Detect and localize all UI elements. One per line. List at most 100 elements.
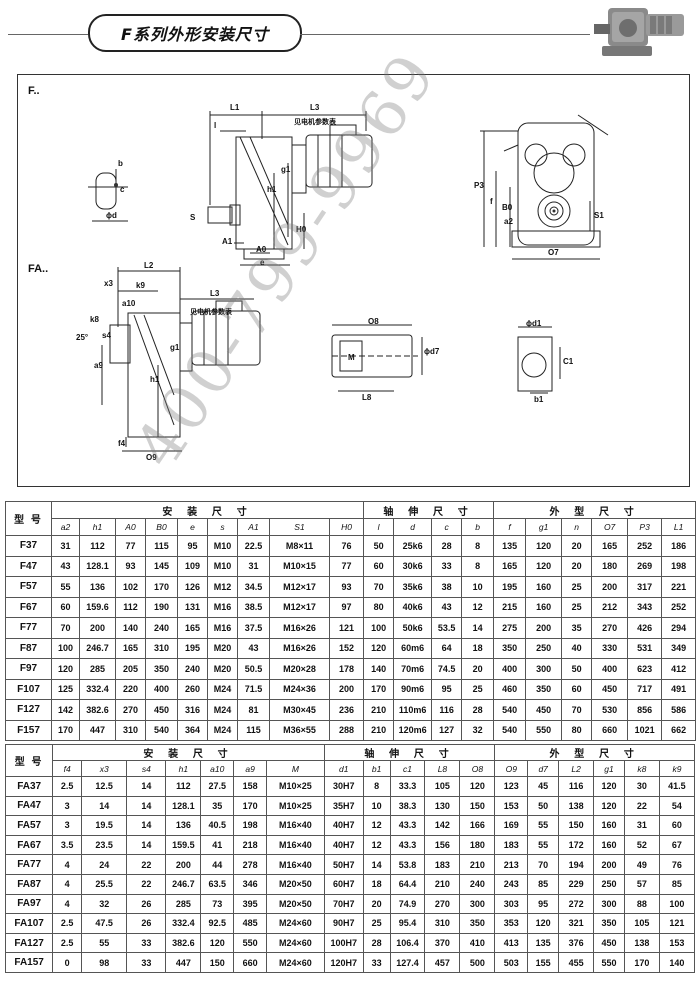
group-header: 轴 伸 尺 寸 (363, 501, 495, 519)
model-cell: FA67 (4, 834, 54, 856)
table-cell: 74.9 (389, 893, 426, 915)
table-cell: 135 (527, 932, 560, 954)
table-cell: 150 (459, 795, 496, 817)
table-cell: 100 (51, 637, 80, 659)
table-cell: M16×40 (266, 834, 325, 856)
table-cell: 34.5 (237, 576, 270, 598)
table-cell: 200 (79, 617, 116, 639)
table-cell: 382.6 (79, 699, 116, 721)
model-cell: F77 (5, 617, 52, 639)
table-cell: 240 (145, 617, 178, 639)
label-phi-d1: ϕd1 (526, 319, 542, 328)
table-cell: 485 (233, 913, 268, 934)
table-cell: 120 (459, 776, 496, 797)
model-cell: FA97 (4, 893, 54, 915)
table-cell: 2.5 (52, 913, 83, 934)
table-cell: 303 (494, 893, 529, 915)
table-cell: 40k6 (393, 596, 433, 618)
column-header: h1 (79, 518, 116, 536)
table-cell: 30k6 (393, 555, 433, 577)
table-cell: 127.4 (389, 952, 426, 973)
table-cell: 20 (461, 658, 495, 680)
table-cell: 4 (52, 854, 83, 875)
table-cell: 31 (51, 535, 80, 557)
table-cell: 22 (623, 795, 660, 817)
table-cell: 60 (658, 815, 696, 836)
column-header: g1 (593, 760, 625, 777)
table-cell: 140 (658, 952, 696, 973)
table-cell: 60 (363, 555, 395, 577)
column-header: B0 (145, 518, 178, 536)
table-cell: M24 (207, 719, 238, 741)
model-cell: FA127 (4, 932, 54, 954)
table-cell: 260 (177, 678, 208, 700)
table-cell: 80 (363, 596, 395, 618)
table-cell: 115 (145, 535, 178, 557)
table-cell: 40.5 (200, 815, 235, 836)
table-cell: M16×26 (269, 617, 330, 639)
label-fa-g1: g1 (170, 343, 180, 352)
table-cell: 55 (81, 932, 128, 954)
table-cell: 240 (177, 658, 208, 680)
table-cell: 106.4 (389, 932, 426, 954)
table-cell: 25.5 (81, 873, 128, 895)
table-cell: 14 (461, 617, 495, 639)
table-cell: 28 (362, 932, 391, 954)
table-cell: 73 (200, 893, 235, 915)
table-cell: 50 (527, 795, 560, 817)
table-cell: 540 (145, 719, 178, 741)
table-cell: 63.5 (200, 873, 235, 895)
table-cell: 38.3 (389, 795, 426, 817)
model-cell: F127 (5, 699, 52, 721)
column-header: O8 (459, 760, 496, 777)
table-cell: 159.5 (165, 834, 202, 856)
table-cell: 60m6 (393, 637, 433, 659)
table-cell: 364 (177, 719, 208, 741)
table-cell: 32 (81, 893, 128, 915)
table-cell: 25 (561, 596, 593, 618)
table-cell: 623 (627, 658, 663, 680)
table-cell: 140 (115, 617, 146, 639)
label-a1: A1 (222, 237, 233, 246)
table-cell: M24 (207, 699, 238, 721)
column-header: A0 (115, 518, 146, 536)
table-cell: 246.7 (165, 873, 202, 895)
label-e: e (260, 258, 265, 267)
table-cell: 20 (561, 555, 593, 577)
table-cell: 25 (362, 913, 391, 934)
label-p3: P3 (474, 181, 484, 190)
table-cell: M20×50 (266, 893, 325, 915)
column-header: S1 (269, 518, 330, 536)
table-cell: 50 (561, 658, 593, 680)
table-cell: 540 (493, 719, 527, 741)
table-cell: 90H7 (323, 913, 364, 934)
table-cell: 120 (593, 776, 625, 797)
table-cell: 153 (658, 932, 696, 954)
column-header: M (266, 760, 325, 777)
column-header: d7 (527, 760, 560, 777)
table-cell: 60H7 (323, 873, 364, 895)
column-header: f (493, 518, 527, 536)
table-cell: M12×17 (269, 596, 330, 618)
table-cell: 540 (493, 699, 527, 721)
table-cell: 178 (328, 658, 365, 680)
model-cell: FA107 (4, 913, 54, 934)
table-cell: 349 (661, 637, 697, 659)
table-cell: 250 (593, 873, 625, 895)
table-cell: 76 (658, 854, 696, 875)
table-cell: 218 (233, 834, 268, 856)
table-cell: 165 (493, 555, 527, 577)
table-cell: 120 (525, 555, 563, 577)
table-cell: 332.4 (79, 678, 116, 700)
model-cell: F67 (5, 596, 52, 618)
table-cell: M10×25 (266, 776, 325, 797)
table-cell: M30×45 (269, 699, 330, 721)
table-cell: 457 (424, 952, 461, 973)
table-cell: 105 (623, 913, 660, 934)
model-cell: FA47 (4, 795, 54, 817)
table-cell: 43.3 (389, 834, 426, 856)
